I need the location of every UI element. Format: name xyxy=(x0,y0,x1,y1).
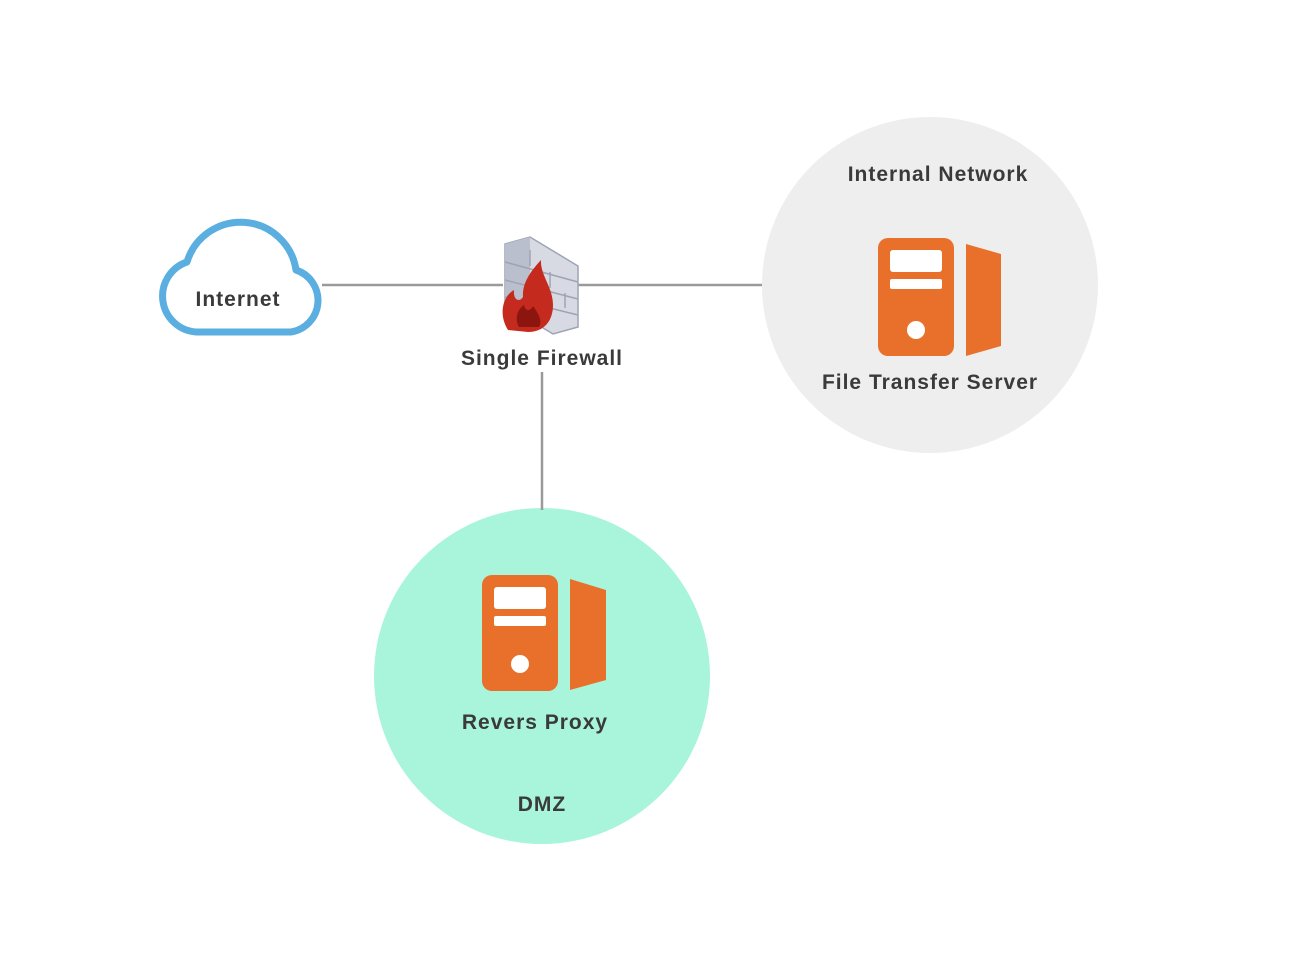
internal-network-label: Internal Network xyxy=(848,163,1029,186)
file-transfer-server-label: File Transfer Server xyxy=(822,371,1038,394)
server-icon xyxy=(878,238,1001,356)
reverse-proxy-label: Revers Proxy xyxy=(462,711,608,734)
dmz-label: DMZ xyxy=(518,793,567,816)
firewall-label: Single Firewall xyxy=(461,347,623,370)
internet-label: Internet xyxy=(195,288,280,311)
firewall-icon xyxy=(502,236,579,335)
server-icon xyxy=(482,575,606,691)
cloud-icon xyxy=(159,218,322,336)
